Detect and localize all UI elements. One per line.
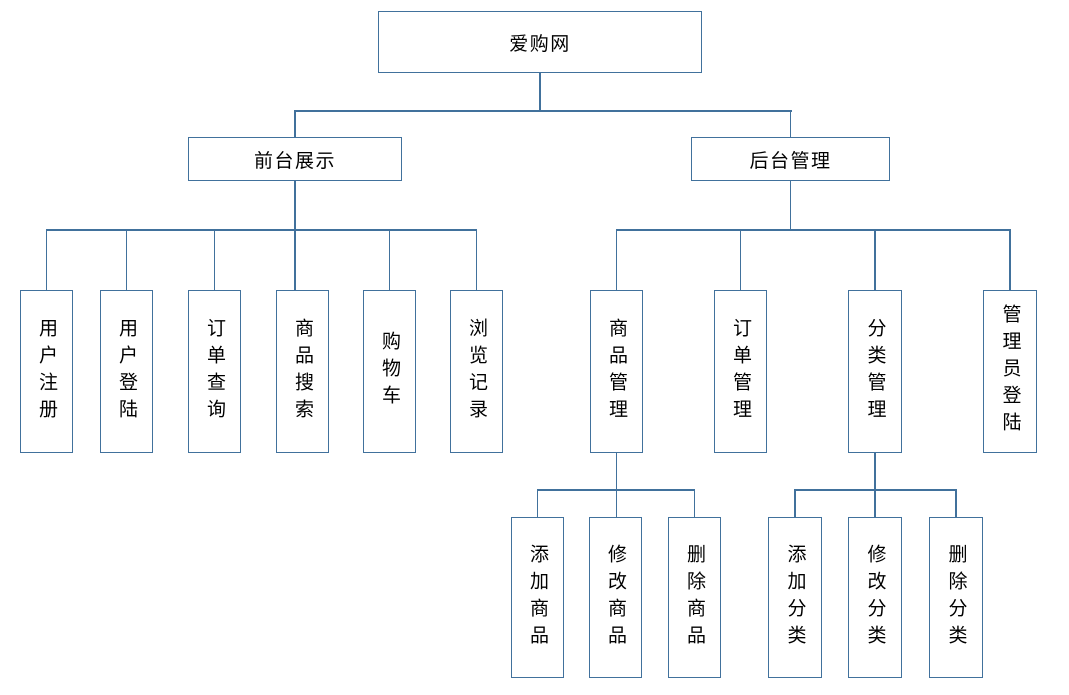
connector-line	[536, 489, 539, 517]
node-label: 添加商品	[527, 543, 548, 652]
connector-line	[539, 73, 541, 112]
connector-line	[739, 229, 742, 290]
node-delete-category: 删除分类	[929, 517, 983, 678]
node-edit-category: 修改分类	[848, 517, 902, 678]
node-product-search: 商品搜索	[276, 290, 329, 453]
connector-line	[125, 229, 128, 290]
connector-line	[693, 489, 696, 517]
node-label: 浏览记录	[466, 317, 487, 426]
connector-line	[213, 229, 216, 290]
node-backend-management: 后台管理	[691, 137, 890, 181]
node-admin-login: 管理员登陆	[983, 290, 1037, 453]
connector-line	[294, 110, 296, 137]
node-browse-history: 浏览记录	[450, 290, 503, 453]
node-label: 商品搜索	[292, 317, 313, 426]
connector-line	[45, 229, 478, 231]
connector-line	[475, 229, 478, 290]
node-label: 修改分类	[864, 543, 886, 652]
node-user-register: 用户注册	[20, 290, 73, 453]
connector-line	[874, 229, 876, 290]
connector-line	[1009, 229, 1011, 290]
node-add-category: 添加分类	[768, 517, 822, 678]
node-shopping-cart: 购物车	[363, 290, 416, 453]
node-label: 删除分类	[945, 543, 967, 652]
node-label: 修改商品	[605, 543, 626, 652]
node-frontend-display: 前台展示	[188, 137, 402, 181]
connector-line	[294, 181, 296, 290]
node-add-product: 添加商品	[511, 517, 564, 678]
node-root-site: 爱购网	[378, 11, 702, 73]
node-label: 商品管理	[606, 317, 627, 426]
connector-line	[388, 229, 391, 290]
node-label: 删除商品	[684, 543, 705, 652]
connector-line	[45, 229, 48, 290]
node-label: 前台展示	[253, 150, 336, 172]
node-order-query: 订单查询	[188, 290, 241, 453]
connector-line	[794, 489, 796, 517]
connector-line	[874, 489, 876, 517]
node-label: 用户登陆	[116, 317, 137, 426]
node-label: 订单管理	[730, 317, 751, 426]
node-delete-product: 删除商品	[668, 517, 721, 678]
node-label: 管理员登陆	[999, 304, 1021, 439]
node-product-management: 商品管理	[590, 290, 643, 453]
node-label: 添加分类	[784, 543, 806, 652]
connector-line	[615, 229, 618, 290]
node-label: 后台管理	[749, 150, 832, 172]
connector-line	[615, 489, 618, 517]
connector-line	[615, 453, 618, 491]
node-order-management: 订单管理	[714, 290, 767, 453]
connector-line	[789, 110, 792, 137]
node-label: 购物车	[379, 331, 400, 412]
connector-line	[955, 489, 957, 517]
node-user-login: 用户登陆	[100, 290, 153, 453]
node-category-management: 分类管理	[848, 290, 902, 453]
node-label: 订单查询	[204, 317, 225, 426]
connector-line	[789, 181, 792, 231]
node-label: 爱购网	[509, 33, 571, 55]
node-edit-product: 修改商品	[589, 517, 642, 678]
connector-line	[874, 453, 876, 491]
node-label: 用户注册	[36, 317, 57, 426]
node-label: 分类管理	[864, 317, 886, 426]
connector-line	[294, 110, 792, 112]
connector-line	[615, 229, 1011, 231]
